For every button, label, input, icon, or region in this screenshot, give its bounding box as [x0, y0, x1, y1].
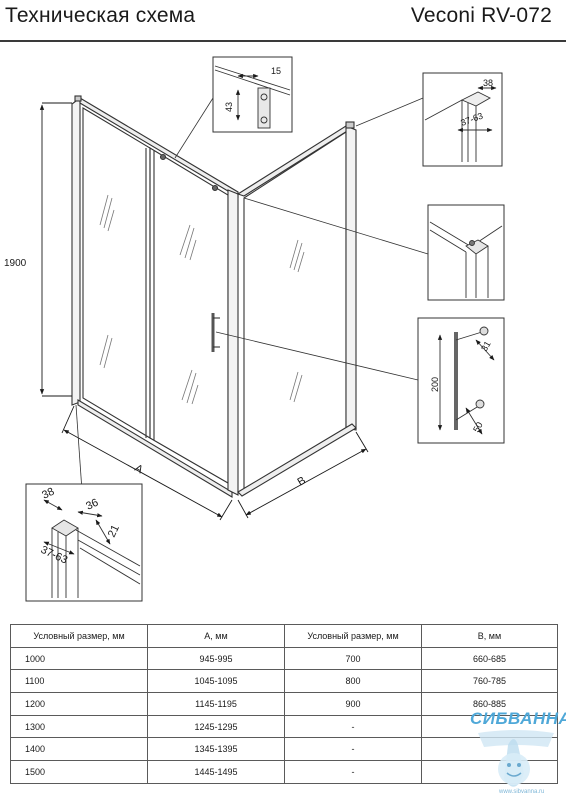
table-cell: 1345-1395: [147, 737, 285, 762]
detail-corner-36: 36: [84, 497, 100, 513]
table-cell: 1300: [10, 714, 148, 739]
detail-handle-base: 50: [471, 420, 485, 434]
table-cell: -: [284, 760, 422, 784]
callout-leaders: [75, 97, 429, 535]
table-row: 1500 1445-1495 -: [10, 760, 558, 784]
detail-corner-21: 21: [106, 523, 122, 539]
corner-profile: [227, 189, 239, 496]
table-row: 1200 1145-1195 900 860-885: [10, 692, 558, 716]
table-cell: 1500: [10, 760, 148, 784]
fixed-glass-panel: [82, 107, 151, 439]
page-title: Техническая схема: [5, 4, 196, 27]
table-cell: 660-685: [421, 646, 558, 671]
table-row: 1100 1045-1095 800 760-785: [10, 669, 558, 694]
detail-handle: 200 31 50: [417, 317, 505, 444]
sibvanna-logo-icon: [478, 730, 554, 787]
detail-top-width: 15: [271, 66, 281, 76]
front-bottom-rail: [77, 399, 233, 498]
header-a-mm: А, мм: [147, 624, 285, 648]
shower-enclosure: [71, 95, 357, 498]
detail-side-profile: 38 37-63: [422, 72, 503, 167]
table-header-row: Условный размер, мм А, мм Условный разме…: [10, 624, 558, 648]
front-left-profile: [71, 96, 81, 406]
side-panel-top-rail: [236, 125, 354, 197]
detail-handle-depth: 31: [479, 339, 493, 353]
table-row: 1000 945-995 700 660-685: [10, 646, 558, 671]
table-row: 1400 1345-1395 -: [10, 737, 558, 762]
dimension-height: [39, 102, 72, 397]
watermark-brand: СИБВАННА: [470, 709, 566, 728]
technical-drawing: 1900 A B 15 43: [4, 56, 505, 602]
table-cell: 1445-1495: [147, 760, 285, 784]
header-b-mm: В, мм: [421, 624, 558, 648]
table-cell: 1045-1095: [147, 669, 285, 694]
dimension-a: [61, 405, 233, 521]
dim-a-label: A: [133, 462, 146, 476]
detail-side-width: 38: [483, 78, 493, 88]
table-cell: 760-785: [421, 669, 558, 694]
detail-corner-connector: [427, 204, 505, 301]
table-cell: 700: [284, 646, 422, 671]
watermark-url: www.sibvanna.ru: [499, 789, 545, 795]
header-nominal-b: Условный размер, мм: [284, 624, 422, 648]
detail-top-height: 43: [224, 102, 234, 112]
detail-top-roller: 15 43: [212, 56, 293, 133]
table-cell: 1400: [10, 737, 148, 762]
table-cell: 1145-1195: [147, 692, 285, 716]
side-right-profile: [345, 125, 357, 431]
table-cell: 945-995: [147, 646, 285, 671]
table-cell: 1100: [10, 669, 148, 694]
table-cell: 1000: [10, 646, 148, 671]
model-name: Veconi RV-072: [410, 4, 552, 27]
table-cell: -: [284, 737, 422, 762]
table-cell: 900: [284, 692, 422, 716]
detail-handle-height: 200: [430, 377, 440, 392]
table-cell: 1200: [10, 692, 148, 716]
table-cell: 1245-1295: [147, 714, 285, 739]
header-nominal-a: Условный размер, мм: [10, 624, 148, 648]
dimension-b: [237, 431, 369, 519]
glass-reflections: [99, 194, 305, 405]
detail-bottom-corner: 38 36 21 37-63: [25, 483, 143, 602]
table-cell: 800: [284, 669, 422, 694]
side-bottom-rail: [237, 423, 357, 497]
table-cell: -: [284, 714, 422, 739]
header-divider: [0, 40, 566, 42]
sizes-table: Условный размер, мм А, мм Условный разме…: [10, 624, 558, 784]
sliding-door-panel: [149, 147, 229, 484]
dim-height-label: 1900: [4, 258, 27, 269]
detail-corner-38: 38: [40, 486, 56, 502]
